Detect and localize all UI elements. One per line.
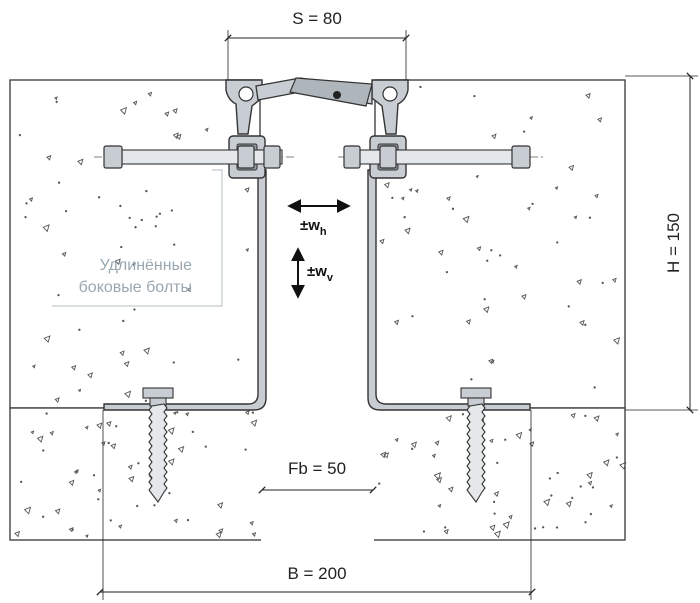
horizontal-movement: ±wh — [287, 199, 351, 238]
left-long-bolt — [94, 145, 296, 169]
dimension-s: S = 80 — [224, 9, 410, 80]
concrete-lower-left — [9, 407, 263, 541]
dimension-fb-label: Fb = 50 — [288, 459, 346, 478]
seal-insert — [255, 77, 373, 107]
dimension-h: H = 150 — [625, 72, 698, 414]
note-line-1: Удлинённые — [100, 257, 192, 274]
right-anchor-screw — [460, 387, 492, 503]
concrete-aggregate — [14, 85, 627, 539]
right-long-bolt — [338, 145, 546, 169]
dimension-h-label: H = 150 — [664, 213, 683, 273]
dimension-b-label: B = 200 — [287, 564, 346, 583]
horizontal-movement-label: ±wh — [300, 217, 327, 238]
left-anchor-screw — [142, 387, 174, 503]
dimension-fb: Fb = 50 — [258, 459, 377, 494]
dimension-s-label: S = 80 — [292, 9, 342, 28]
vertical-movement-label: ±wv — [307, 263, 334, 284]
concrete-lower-right — [372, 407, 626, 541]
concrete-upper-right — [374, 79, 626, 409]
dimension-b: B = 200 — [96, 410, 536, 600]
note-callout: Удлинённые боковые болты — [52, 169, 223, 307]
concrete-upper-left — [9, 79, 261, 409]
note-line-2: боковые болты — [79, 279, 192, 296]
vertical-movement: ±wv — [291, 247, 334, 299]
